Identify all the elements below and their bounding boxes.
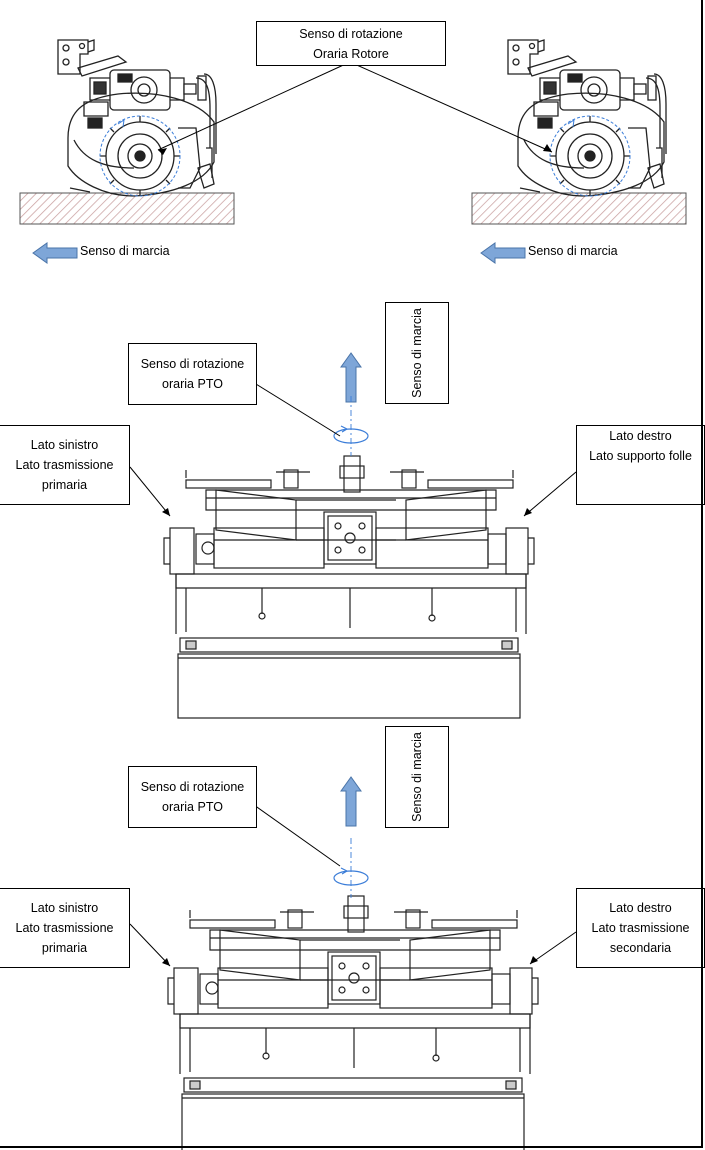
bottom-left-line3: primaria — [41, 941, 88, 955]
bottom-travel-direction-box: Senso di marcia — [385, 726, 449, 828]
bottom-right-side-label: Lato destro Lato trasmissione secondaria — [576, 888, 705, 968]
rotor-rotation-line2: Oraria Rotore — [313, 46, 389, 61]
middle-pto-rotation-label: Senso di rotazione oraria PTO — [128, 343, 257, 405]
right-travel-direction-label: Senso di marcia — [528, 244, 618, 258]
bottom-travel-direction-label: Senso di marcia — [410, 732, 424, 822]
middle-left-side-label: Lato sinistro Lato trasmissione primaria — [0, 425, 130, 505]
middle-left-line2: Lato trasmissione — [15, 458, 114, 472]
bottom-right-line3: secondaria — [609, 941, 672, 955]
middle-left-line1: Lato sinistro — [30, 438, 99, 452]
middle-pto-line2: oraria PTO — [162, 377, 223, 391]
bottom-left-line2: Lato trasmissione — [15, 921, 114, 935]
middle-right-line1: Lato destro — [609, 429, 672, 443]
middle-right-line2: Lato supporto folle — [589, 449, 692, 463]
bottom-pto-line2: oraria PTO — [162, 800, 223, 814]
middle-left-line3: primaria — [41, 478, 88, 492]
bottom-left-line1: Lato sinistro — [30, 901, 99, 915]
bottom-right-line1: Lato destro — [609, 901, 672, 915]
bottom-right-line2: Lato trasmissione — [591, 921, 690, 935]
left-travel-direction-label: Senso di marcia — [80, 244, 170, 258]
bottom-pto-rotation-label: Senso di rotazione oraria PTO — [128, 766, 257, 828]
middle-right-side-label: Lato destro Lato supporto folle — [576, 425, 705, 505]
middle-travel-direction-box: Senso di marcia — [385, 302, 449, 404]
middle-travel-direction-label: Senso di marcia — [410, 308, 424, 398]
rotor-rotation-label: Senso di rotazione Oraria Rotore — [256, 21, 446, 66]
bottom-pto-line1: Senso di rotazione — [140, 780, 245, 794]
rotor-rotation-line1: Senso di rotazione — [299, 26, 403, 41]
middle-pto-line1: Senso di rotazione — [140, 357, 245, 371]
bottom-left-side-label: Lato sinistro Lato trasmissione primaria — [0, 888, 130, 968]
